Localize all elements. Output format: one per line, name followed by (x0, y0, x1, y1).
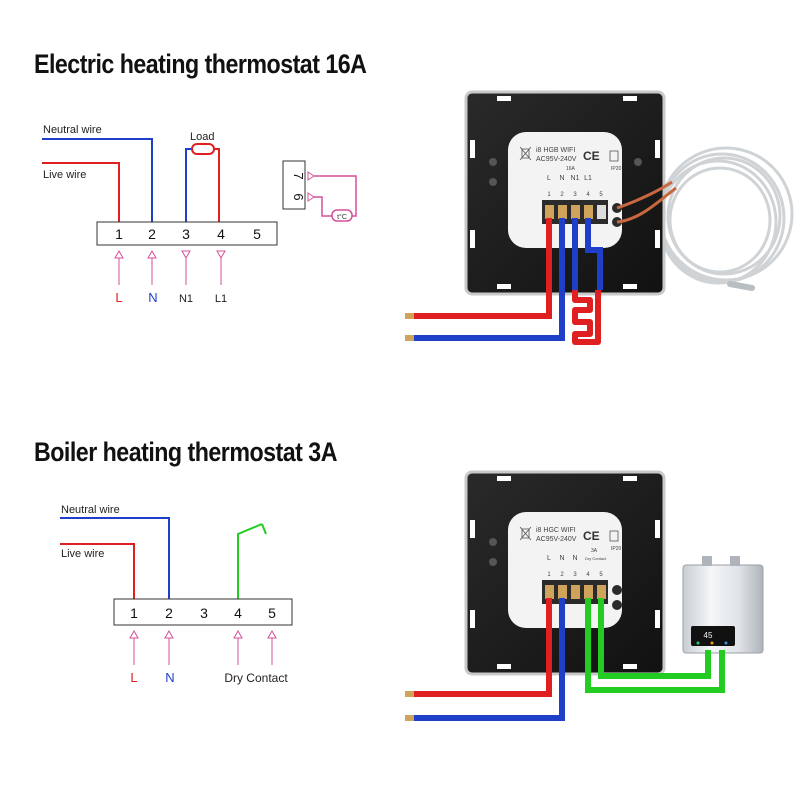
term-letter-L1: L1 (584, 175, 592, 182)
term-num-5: 5 (599, 192, 603, 198)
device-dry-contact: Dry Contact (585, 556, 607, 561)
device-ce-mark-2: CE (583, 529, 600, 543)
label-L: L (115, 290, 122, 305)
device-current-2: 3A (591, 548, 598, 554)
sensor-probe (727, 281, 755, 291)
neutral-wire-label-2: Neutral wire (61, 504, 120, 516)
boiler-display-value: 45 (704, 631, 713, 640)
terminal-2-4: 4 (234, 605, 242, 621)
live-wire-label-2: Live wire (61, 548, 104, 560)
device2-neutral-wire (405, 598, 565, 721)
terminal-5: 5 (253, 226, 261, 242)
term2-num-1: 1 (547, 572, 551, 578)
neutral-wire-label: Neutral wire (43, 124, 102, 136)
sensor-lead-wire (616, 180, 677, 224)
live-wire-line-2 (60, 543, 135, 601)
neutral-wire-line (42, 138, 153, 222)
device-16a: i8 HGB WIFI AC95V-240V 16A CE IP20 L N N… (405, 90, 794, 345)
device-ce-mark: CE (583, 149, 600, 163)
term-num-1: 1 (547, 192, 551, 198)
term-num-3: 3 (573, 192, 577, 198)
device-neutral-wire (405, 218, 565, 341)
term2-letter-L: L (547, 555, 551, 562)
neutral-wire-line-2 (60, 517, 170, 601)
label-L-2: L (130, 670, 137, 685)
sensor-terminal-7: 7 (291, 172, 306, 179)
sensor-arrow-6 (307, 192, 315, 202)
load-element (191, 143, 215, 155)
device-model-2: i8 HGC WIFI (536, 527, 576, 534)
schematic-3a: Neutral wire Live wire 1 2 3 4 5 L N Dry… (60, 504, 293, 685)
term-letter-N: N (559, 175, 564, 182)
device-current: 16A (566, 166, 576, 172)
terminal-block (96, 221, 278, 246)
temperature-sensor (331, 209, 353, 222)
terminal-2-1: 1 (130, 605, 138, 621)
device-load-wire-l (585, 218, 603, 290)
weee-bin-icon (519, 146, 532, 161)
section2-title: Boiler heating thermostat 3A (34, 437, 337, 467)
sensor-terminal-block (282, 160, 306, 210)
sensor-arrow-7 (307, 171, 315, 181)
terminal-1: 1 (115, 226, 123, 242)
device-3a: i8 HGC WIFI AC95V-240V CE IP20 3A Dry Co… (405, 470, 764, 721)
live-wire-label: Live wire (43, 169, 86, 181)
load-live-line (213, 148, 220, 222)
device-live-wire (405, 218, 552, 319)
label-dry-contact: Dry Contact (224, 671, 288, 685)
device2-live-wire (405, 598, 552, 697)
boiler-display-panel (691, 626, 735, 646)
terminal-4: 4 (217, 226, 225, 242)
sensor-terminal-6: 6 (291, 193, 306, 200)
heating-element-zigzag (572, 290, 601, 345)
term-num-2: 2 (560, 192, 564, 198)
section1-title: Electric heating thermostat 16A (34, 49, 367, 79)
terminal-arrows (114, 249, 226, 285)
load-neutral-line (185, 148, 192, 222)
dry-contact-line (237, 523, 263, 601)
device-voltage-2: AC95V-240V (536, 536, 577, 543)
terminal-3: 3 (182, 226, 190, 242)
term-letter-L: L (547, 175, 551, 182)
sensor-wire-2 (314, 196, 333, 217)
term2-letter-N2: N (572, 555, 577, 562)
device-voltage: AC95V-240V (536, 156, 577, 163)
terminal-2-5: 5 (268, 605, 276, 621)
term-num-4: 4 (586, 192, 590, 198)
term2-num-5: 5 (599, 572, 603, 578)
terminal-2: 2 (148, 226, 156, 242)
device-ip: IP20 (611, 166, 622, 172)
terminal-2-2: 2 (165, 605, 173, 621)
terminal-2-3: 3 (200, 605, 208, 621)
term2-letter-N: N (559, 555, 564, 562)
term-letter-N1: N1 (571, 175, 580, 182)
device2-dry-wire-b (598, 598, 711, 679)
term2-num-4: 4 (586, 572, 590, 578)
label-N-2: N (165, 670, 174, 685)
device-model: i8 HGB WIFI (536, 147, 575, 154)
device-ip-2: IP20 (611, 546, 622, 552)
term2-num-2: 2 (560, 572, 564, 578)
schematic-16a: Neutral wire Live wire Load 1 2 3 4 5 L … (42, 124, 357, 305)
live-wire-line (42, 162, 120, 222)
sensor-label: t°C (337, 213, 347, 221)
load-label: Load (190, 131, 214, 143)
label-N1: N1 (179, 293, 193, 305)
sensor-cable-coil (658, 146, 794, 285)
device2-dry-wire-a (585, 598, 725, 693)
terminal-arrows-2 (129, 629, 277, 665)
label-N: N (148, 290, 157, 305)
terminal-block-2 (113, 598, 293, 626)
label-L1: L1 (215, 293, 227, 305)
weee-bin-icon-2 (519, 526, 532, 541)
term2-num-3: 3 (573, 572, 577, 578)
